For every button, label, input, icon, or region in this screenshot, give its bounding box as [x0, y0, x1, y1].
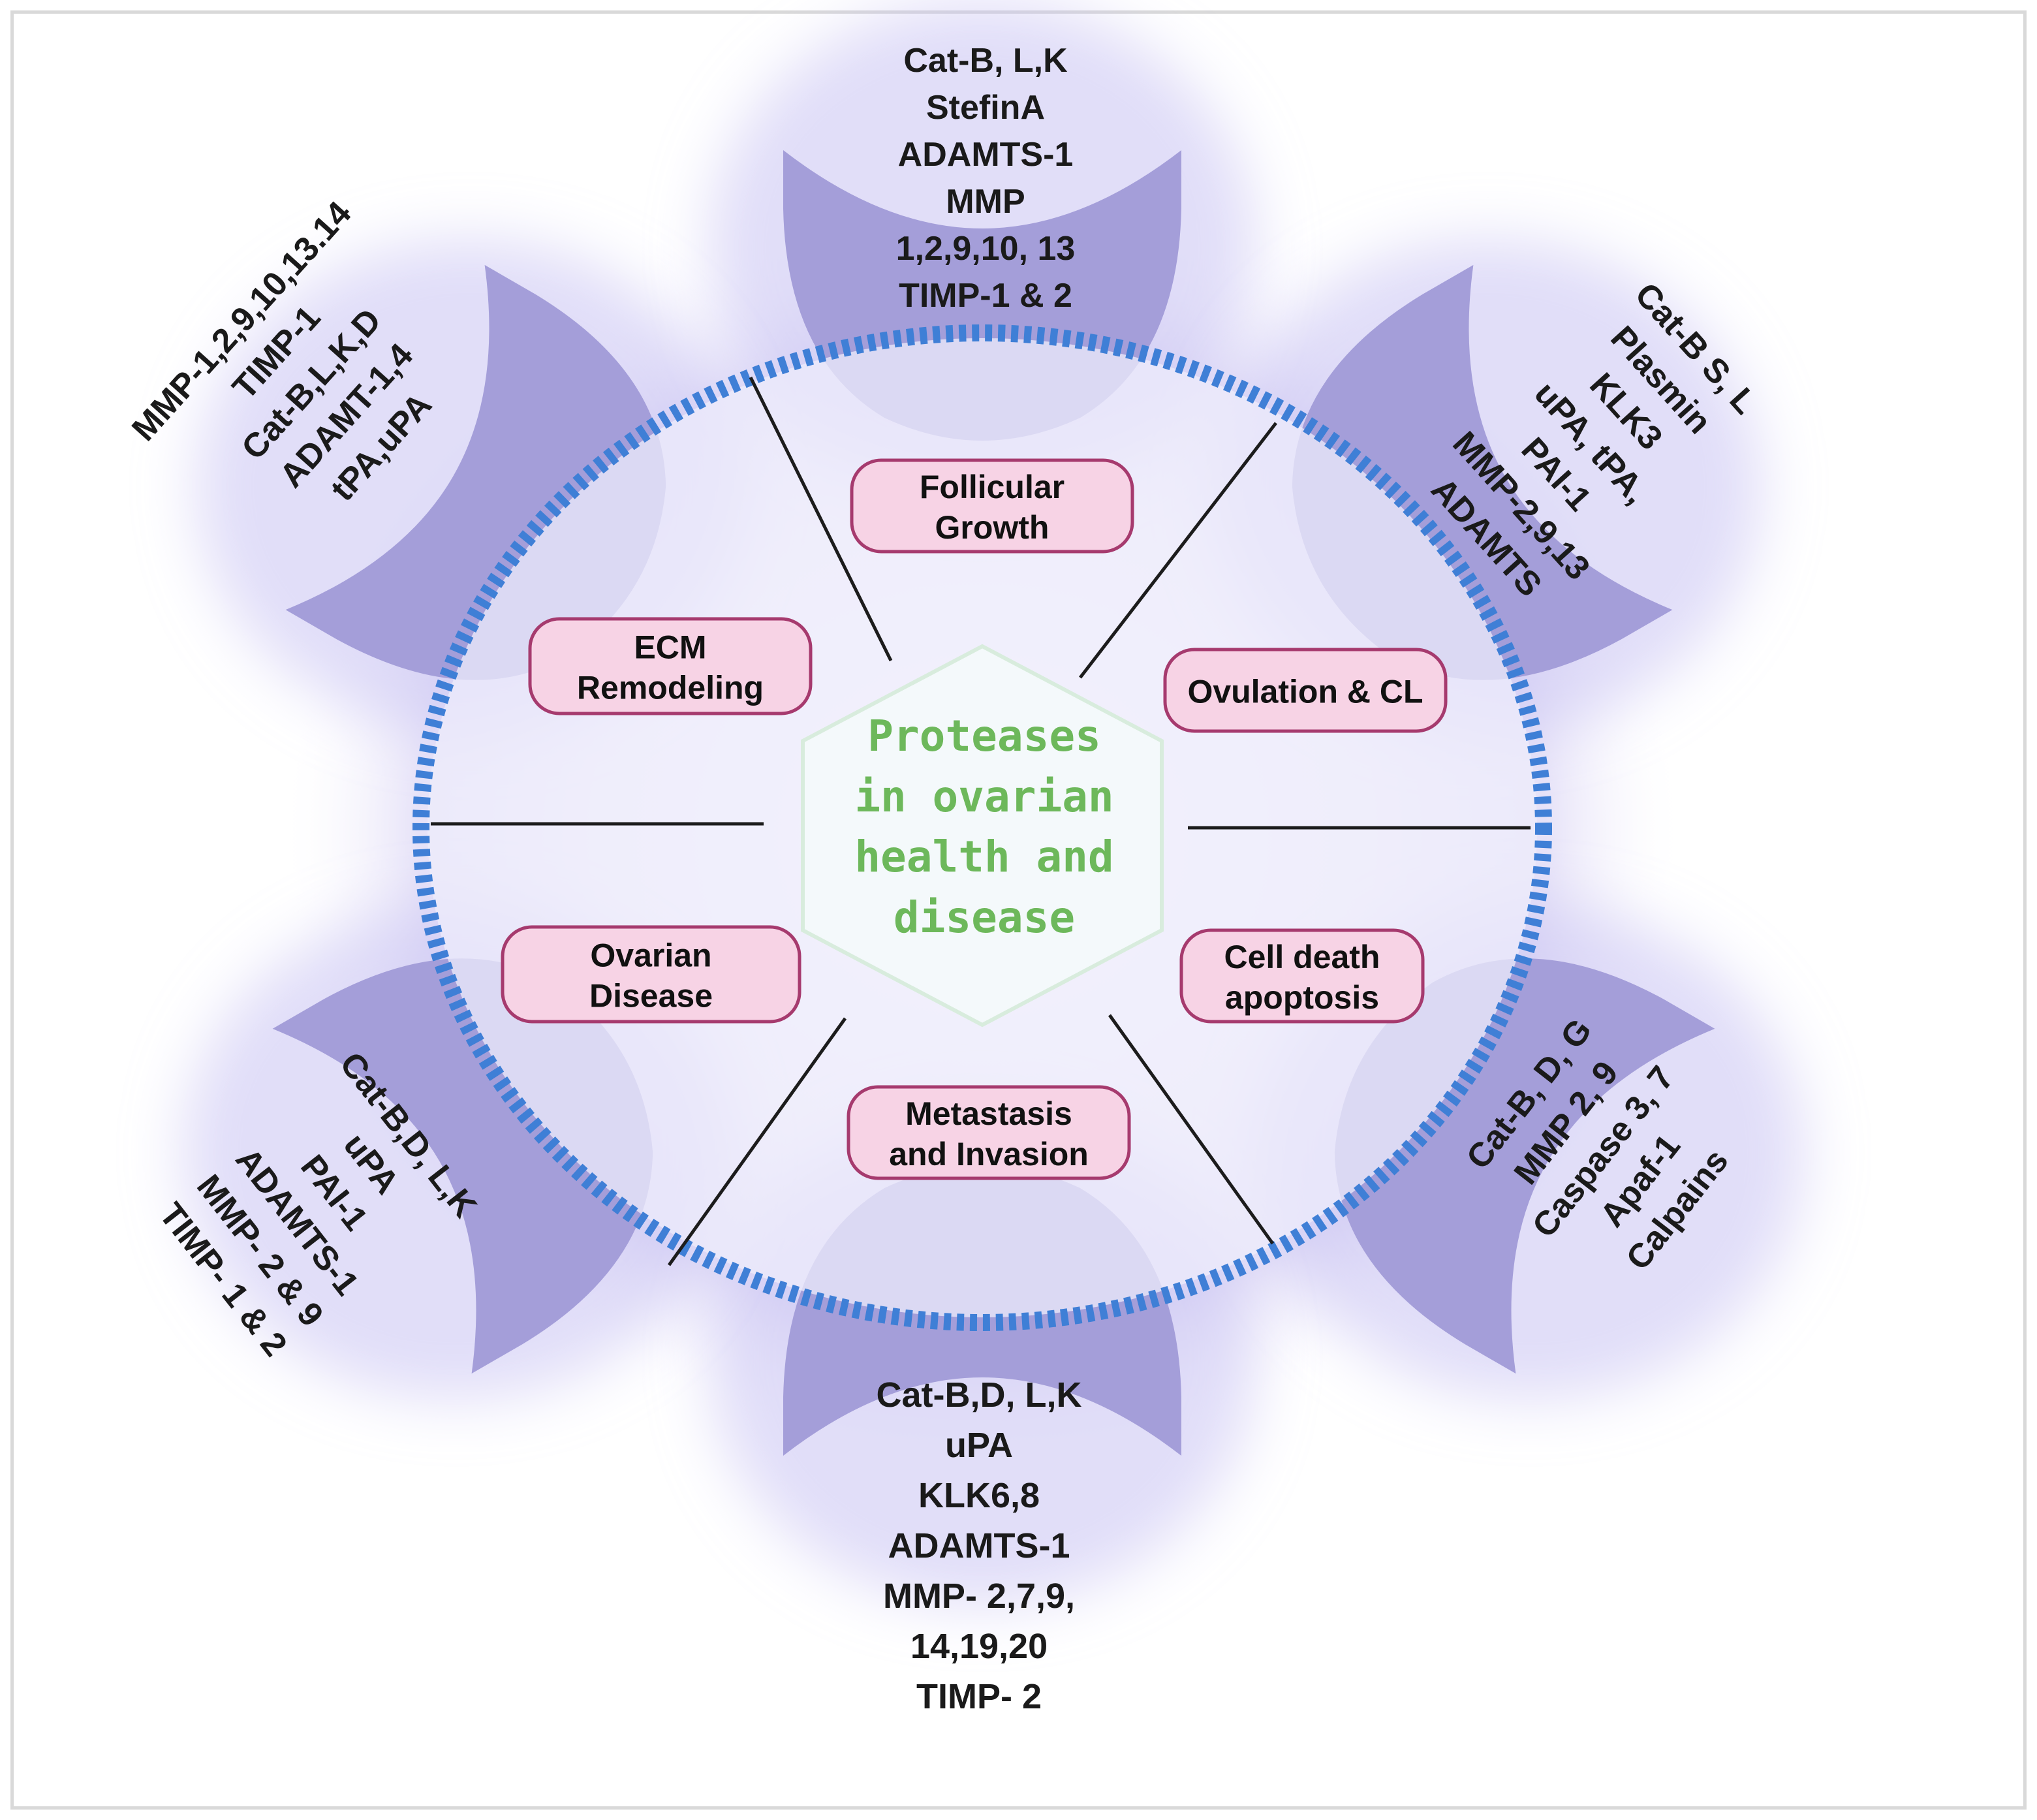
protease-name: ADAMTS-1: [898, 136, 1074, 174]
protease-name: 1,2,9,10, 13: [896, 230, 1076, 268]
category-box-bg: [501, 925, 801, 1024]
category-box-bg: [1163, 648, 1448, 733]
category-box-bg: [1179, 928, 1425, 1024]
category-box-ecm: ECM Remodeling: [528, 617, 813, 715]
category-label: Growth: [935, 509, 1050, 546]
center-title-line: health and: [854, 832, 1113, 882]
category-label: Metastasis: [905, 1095, 1072, 1132]
center-title-line: in ovarian: [854, 772, 1113, 822]
center-title: Proteases in ovarian health and disease: [854, 711, 1113, 943]
protease-name: MMP- 2,7,9,: [883, 1577, 1075, 1616]
category-box-celldeath: Cell death apoptosis: [1179, 928, 1425, 1024]
spoke-lower-right: [1108, 1014, 1275, 1245]
spoke-upper-left: [749, 376, 893, 662]
dashed-ring: [412, 324, 1552, 1331]
spoke-upper-right: [1079, 422, 1277, 679]
protease-name: Cat-B,D, L,K: [877, 1375, 1082, 1415]
category-box-bg: [528, 617, 813, 715]
category-label: Follicular: [920, 469, 1065, 505]
center-hexagon: [801, 644, 1164, 1028]
center-title-line: disease: [894, 892, 1075, 943]
protease-name: Cat-B, L,K: [903, 42, 1068, 80]
protease-name: KLK6,8: [918, 1476, 1040, 1515]
protease-name: TIMP- 2: [916, 1677, 1042, 1716]
protease-name: ADAMTS-1: [888, 1526, 1070, 1565]
category-label: apoptosis: [1225, 979, 1379, 1016]
spoke-lower-left: [667, 1017, 847, 1266]
protease-name: StefinA: [926, 89, 1045, 127]
category-box-bg: [850, 458, 1134, 554]
category-label: Remodeling: [577, 670, 764, 706]
category-label: and Invasion: [889, 1136, 1089, 1172]
category-label: Ovulation & CL: [1187, 674, 1423, 710]
category-label: ECM: [634, 629, 706, 666]
spokes: [431, 376, 1531, 1266]
category-label: Ovarian: [590, 937, 711, 974]
protease-name: uPA: [945, 1426, 1013, 1465]
protease-name: MMP: [946, 183, 1025, 221]
center-title-line: Proteases: [867, 711, 1101, 761]
category-label: Disease: [589, 978, 713, 1014]
protease-name: 14,19,20: [910, 1627, 1048, 1666]
category-box-bg: [847, 1085, 1131, 1180]
protease-name: TIMP-1 & 2: [899, 277, 1072, 315]
category-label: Cell death: [1224, 939, 1380, 975]
category-box-metastasis: Metastasis and Invasion: [847, 1085, 1131, 1180]
category-box-ovulation: Ovulation & CL: [1163, 648, 1448, 733]
